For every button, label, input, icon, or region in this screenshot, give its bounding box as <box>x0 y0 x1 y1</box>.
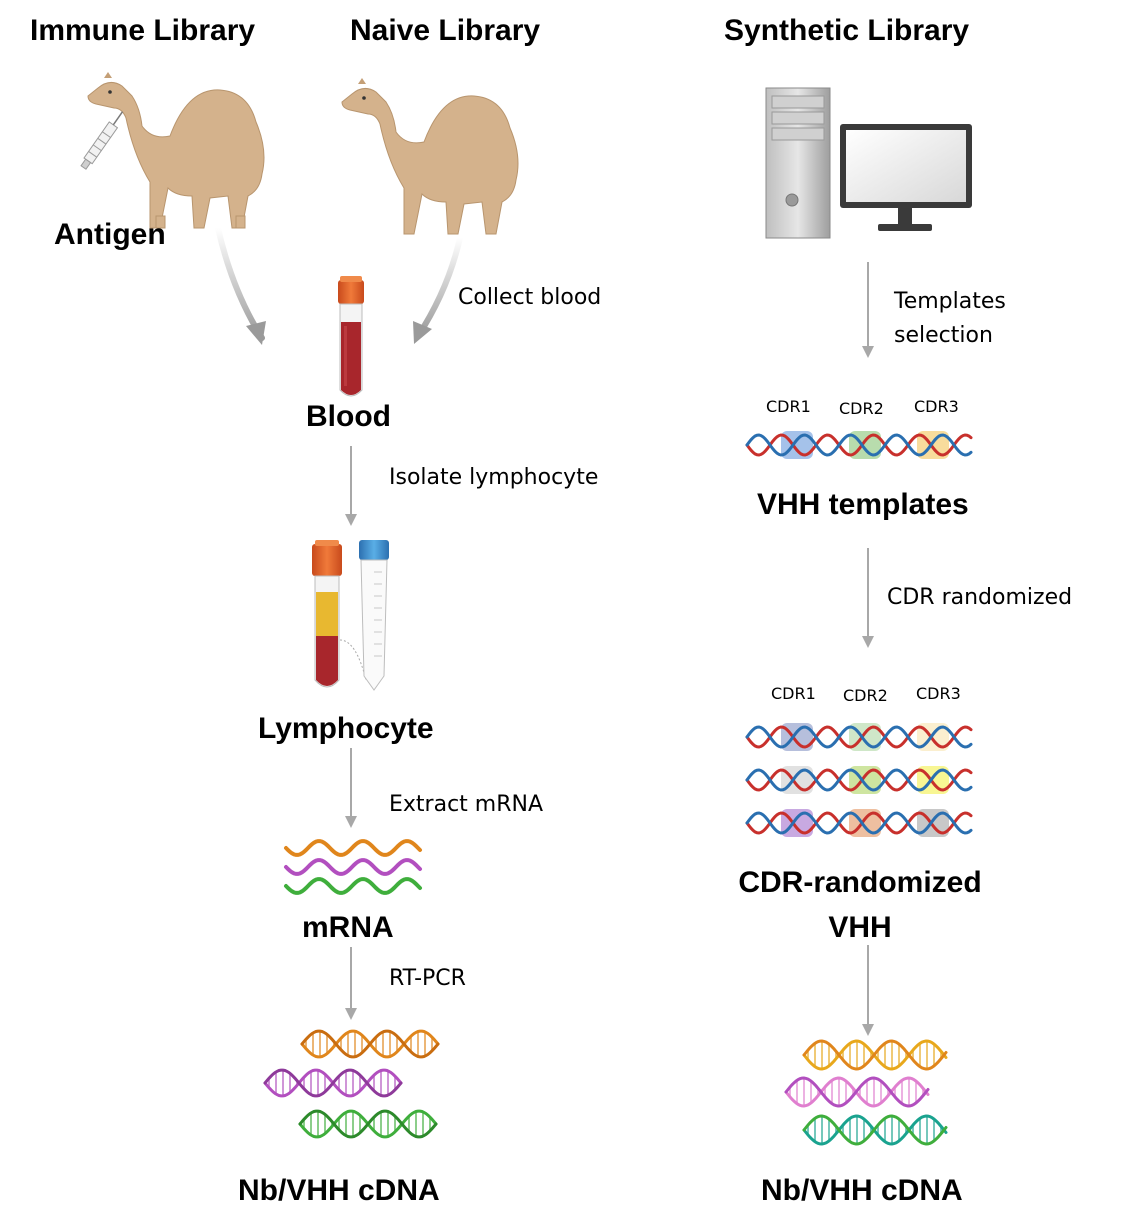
syringe-icon <box>80 111 124 170</box>
cdr-label-2-randomized: CDR2 <box>843 686 888 705</box>
cdna-right-pink <box>784 1076 930 1108</box>
step-collect-blood: Collect blood <box>458 285 602 310</box>
cdr-label-3-randomized: CDR3 <box>916 684 961 703</box>
cdna-left-purple <box>263 1068 403 1098</box>
label-cdr-randomized-line2: VHH <box>828 911 892 944</box>
dna-randomized-row3 <box>745 811 973 835</box>
label-blood: Blood <box>306 400 391 433</box>
camel-immune-illustration <box>87 72 265 229</box>
blood-tube-icon <box>338 276 364 397</box>
cdna-left-orange <box>300 1029 440 1059</box>
mrna-strand-2 <box>284 858 422 876</box>
cdna-right-teal <box>802 1114 948 1146</box>
step-isolate-lymphocyte: Isolate lymphocyte <box>389 465 599 490</box>
label-cdna-right: Nb/VHH cDNA <box>761 1174 963 1207</box>
label-lymphocyte: Lymphocyte <box>258 712 434 745</box>
step-extract-mrna: Extract mRNA <box>389 792 544 817</box>
step-cdr-randomized: CDR randomized <box>887 585 1073 610</box>
label-mrna: mRNA <box>302 911 394 944</box>
lymphocyte-tubes-icon <box>312 540 389 691</box>
step-templates-line2: selection <box>894 323 993 349</box>
cdr-label-1-randomized: CDR1 <box>771 684 816 703</box>
title-naive-library: Naive Library <box>350 14 541 47</box>
cdr-label-3-templates: CDR3 <box>914 397 959 416</box>
mrna-strand-1 <box>284 839 422 857</box>
label-cdna-left: Nb/VHH cDNA <box>238 1174 440 1207</box>
arrow-naive-to-blood <box>413 235 463 344</box>
cdna-right-orange <box>802 1039 948 1071</box>
label-cdr-randomized-vhh: CDR-randomized VHH <box>728 860 992 950</box>
title-immune-library: Immune Library <box>30 14 256 47</box>
cdna-left-green <box>298 1109 438 1139</box>
cdr-label-1-templates: CDR1 <box>766 397 811 416</box>
arrow-antigen-to-blood <box>215 225 266 345</box>
computer-icon <box>765 87 972 239</box>
step-rt-pcr: RT-PCR <box>389 966 466 991</box>
process-arrows <box>345 262 874 1036</box>
label-cdr-randomized-line1: CDR-randomized <box>738 866 982 899</box>
step-templates-line1: Templates <box>894 289 1006 314</box>
cdr-label-2-templates: CDR2 <box>839 399 884 418</box>
label-vhh-templates: VHH templates <box>757 488 969 521</box>
dna-randomized-row1 <box>745 725 973 749</box>
step-templates-selection: Templates selection <box>894 285 1006 353</box>
title-synthetic-library: Synthetic Library <box>724 14 970 47</box>
camel-naive-illustration <box>341 78 519 235</box>
dna-vhh-template <box>745 433 973 457</box>
dna-randomized-row2 <box>745 768 973 792</box>
label-antigen: Antigen <box>54 218 166 251</box>
mrna-strand-3 <box>284 877 422 895</box>
